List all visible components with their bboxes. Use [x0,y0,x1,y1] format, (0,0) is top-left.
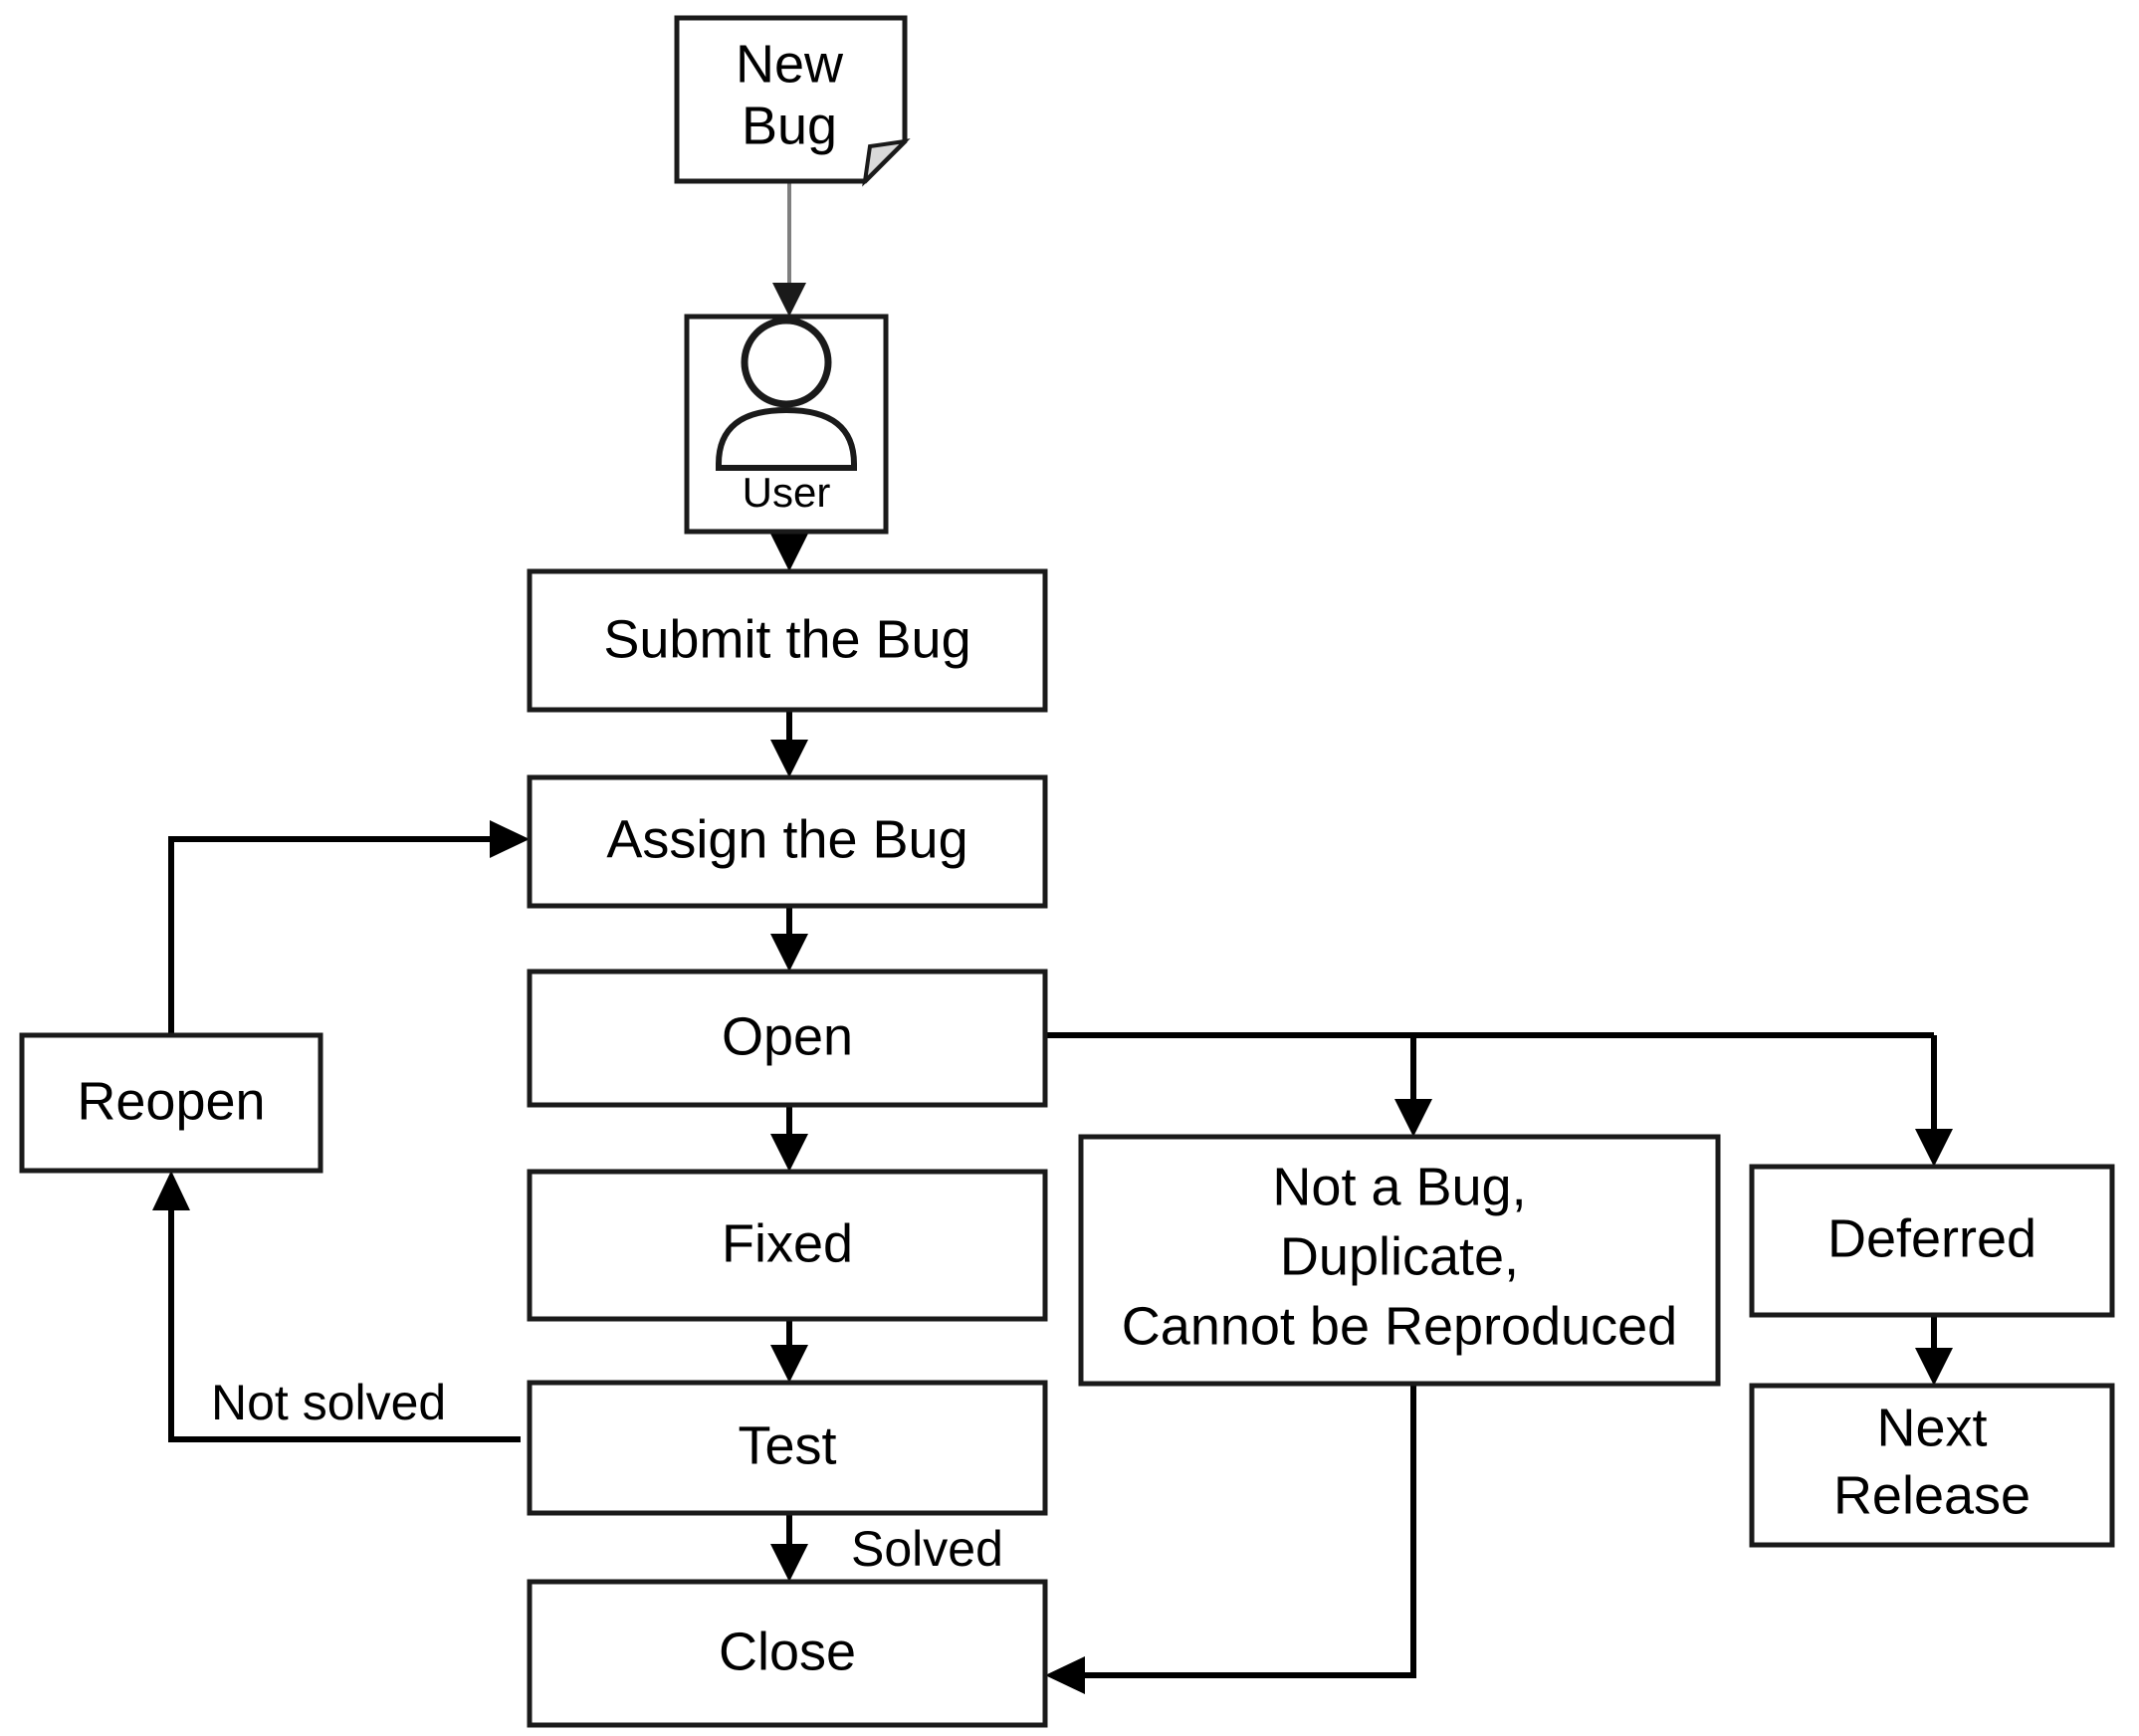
edge-user-to-submit [770,532,808,571]
close-label: Close [719,1622,856,1681]
node-submit-the-bug[interactable]: Submit the Bug [527,568,1048,713]
fixed-label: Fixed [722,1213,853,1273]
assign-label: Assign the Bug [606,809,967,869]
new-bug-label-line2: Bug [742,96,837,155]
edge-label-not-solved: Not solved [211,1375,446,1430]
new-bug-label-line1: New [736,34,844,94]
notabug-label-line2: Duplicate, [1280,1226,1519,1286]
edge-submit-to-assign [770,710,808,777]
edge-reopen-to-assign [168,820,530,1035]
edge-open-to-fixed [770,1105,808,1172]
deferred-label: Deferred [1827,1208,2036,1268]
node-deferred[interactable]: Deferred [1749,1164,2115,1318]
test-label: Test [738,1415,836,1475]
edge-assign-to-open [770,906,808,972]
node-user[interactable]: User [684,314,889,535]
node-reopen[interactable]: Reopen [19,1032,323,1174]
submit-label: Submit the Bug [603,609,970,669]
edge-open-to-right-branch [1045,1032,1953,1167]
edge-test-to-close [770,1513,808,1582]
edge-newbug-to-user [772,181,806,317]
next-release-label-line2: Release [1833,1465,2031,1525]
node-test[interactable]: Test [527,1380,1048,1516]
edge-notabug-to-close [1045,1384,1416,1694]
edge-test-to-reopen [152,1171,521,1442]
node-assign-the-bug[interactable]: Assign the Bug [527,774,1048,909]
edge-fixed-to-test [770,1319,808,1383]
next-release-label-line1: Next [1876,1398,1987,1457]
notabug-label-line1: Not a Bug, [1272,1157,1526,1216]
node-new-bug[interactable]: New Bug [674,15,911,187]
node-fixed[interactable]: Fixed [527,1169,1048,1322]
node-not-a-bug[interactable]: Not a Bug, Duplicate, Cannot be Reproduc… [1078,1134,1721,1387]
edge-label-solved: Solved [851,1521,1003,1577]
user-label: User [743,469,831,516]
notabug-label-line3: Cannot be Reproduced [1122,1296,1677,1356]
node-next-release[interactable]: Next Release [1749,1383,2115,1548]
open-label: Open [722,1006,853,1066]
edge-deferred-to-nextrelease [1915,1315,1953,1386]
node-open[interactable]: Open [527,969,1048,1108]
user-person-icon [716,317,857,471]
node-close[interactable]: Close [527,1579,1048,1728]
reopen-label: Reopen [77,1071,265,1131]
